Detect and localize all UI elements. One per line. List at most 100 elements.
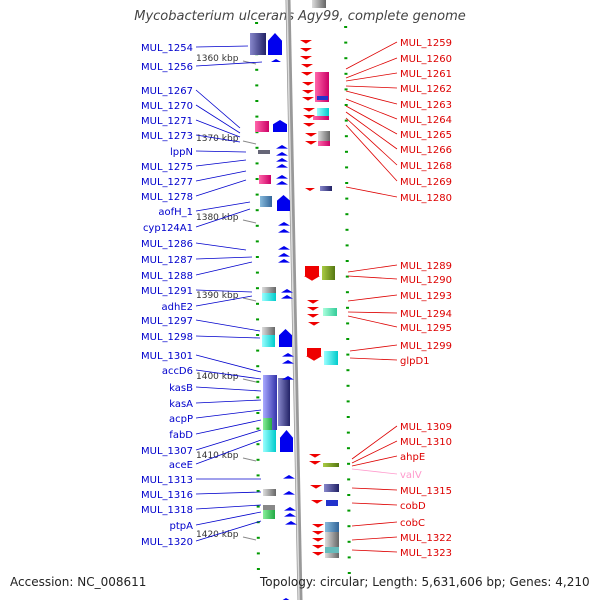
ruler-dash-left [255,84,259,87]
gene-label-leader-left [195,511,262,526]
ruler-dash-right [346,416,350,418]
gene-label-right: ahpE [400,452,425,463]
ruler-dash-right [344,57,348,60]
gene-label-left: ptpA [170,521,194,532]
forward-gene-arrow [281,295,293,299]
reverse-gene-arrow [305,133,317,137]
ruler-dash-right [345,197,349,200]
ruler-dash-left [256,458,260,461]
ruler-dash-right [345,166,349,169]
forward-gene-block [273,120,287,132]
tick-label: 1370 kbp [196,134,239,144]
gene-label-right: glpD1 [400,356,430,367]
gene-label-right: MUL_1259 [400,38,452,49]
gene-label-leader-left [195,45,249,48]
gene-label-left: kasB [169,383,193,394]
accession-text: Accession: NC_008611 [10,575,147,589]
ruler-dash-right [345,275,349,278]
ruler-dash-right [346,384,350,387]
gene-label-right: MUL_1280 [400,193,452,204]
gene-label-leader-left [195,134,241,143]
ruler-dash-right [347,494,351,496]
gene-label-leader-right [345,105,398,135]
gene-block-grey [312,0,326,8]
gene-label-leader-left [195,439,262,465]
gene-label-leader-left [195,491,262,495]
ruler-dash-left [256,365,260,368]
ruler-dash-right [344,150,348,153]
ruler-dash-right [344,135,348,138]
ruler-dash-left [255,115,259,118]
gene-label-leader-left [195,119,241,138]
gene-label-leader-left [195,354,262,373]
ruler-dash-right [345,260,349,262]
ruler-dash-left [256,412,260,414]
ruler-dash-right [347,525,351,528]
forward-gene-arrow [281,289,293,293]
forward-gene-arrow [282,353,294,357]
reverse-gene-arrow [302,82,314,86]
tick-label: 1360 kbp [196,54,239,64]
reverse-gene-arrow [305,141,317,145]
ruler-dash-right [344,104,348,106]
gene-label-leader-left [195,520,262,542]
gene-block-olive [322,266,335,280]
gene-label-leader-left [195,201,251,212]
ruler-dash-right [344,72,348,75]
gene-label-leader-left [195,369,262,380]
ruler-dash-left [255,240,259,243]
gene-label-left: MUL_1270 [141,101,193,112]
tick-mark [242,378,257,383]
forward-gene-block [268,33,282,55]
reverse-gene-arrow [312,552,324,556]
ruler-dash-left [255,131,259,134]
ruler-dash-left [256,396,260,399]
genome-summary-text: Topology: circular; Length: 5,631,606 bp… [260,575,590,589]
forward-gene-block [279,329,292,347]
gene-label-leader-left [195,504,262,510]
gene-label-leader-left [195,429,262,451]
gene-label-right: MUL_1266 [400,145,452,156]
gene-label-left: MUL_1288 [141,271,193,282]
reverse-gene-arrow [305,188,315,191]
gene-label-left: MUL_1278 [141,192,193,203]
gene-block-blue [317,96,328,100]
gene-label-left: adhE2 [162,302,194,313]
ruler-dash-right [344,119,348,122]
reverse-gene-arrow [312,545,324,549]
reverse-gene-arrow [307,307,319,311]
gene-block-steel [260,196,272,207]
gene-label-left: MUL_1267 [141,86,193,97]
ruler-dash-left [255,100,259,102]
reverse-gene-arrow [300,40,312,44]
gene-label-leader-left [195,419,262,435]
ruler-dash-left [255,162,259,165]
ruler-dash-right [347,556,351,559]
ruler-dash-right [346,322,350,325]
reverse-gene-arrow [310,485,322,489]
gene-label-leader-right [345,57,398,79]
ruler-dash-right [346,447,350,450]
ruler-dash-left [256,568,260,570]
gene-label-leader-left [195,399,262,404]
ruler-dash-left [255,178,259,180]
gene-label-left: MUL_1298 [141,332,193,343]
reverse-gene-arrow [312,524,324,528]
gene-label-leader-right [351,536,398,541]
ruler-dash-left [255,193,259,196]
gene-label-leader-left [195,256,253,260]
forward-gene-arrow [278,259,290,263]
ruler-dash-left [255,256,259,258]
gene-block-navy [320,186,332,191]
gene-block-cyan [263,430,276,452]
reverse-gene-arrow [306,356,322,361]
gene-label-leader-left [195,150,247,153]
gene-label-right: MUL_1261 [400,69,452,80]
ruler-dash-left [256,334,260,336]
gene-label-leader-right [351,468,398,475]
forward-gene-arrow [284,513,296,517]
gene-label-leader-right [345,111,398,150]
gene-label-right: MUL_1309 [400,422,452,433]
gene-label-right: MUL_1310 [400,437,452,448]
ruler-dash-left [256,349,260,352]
